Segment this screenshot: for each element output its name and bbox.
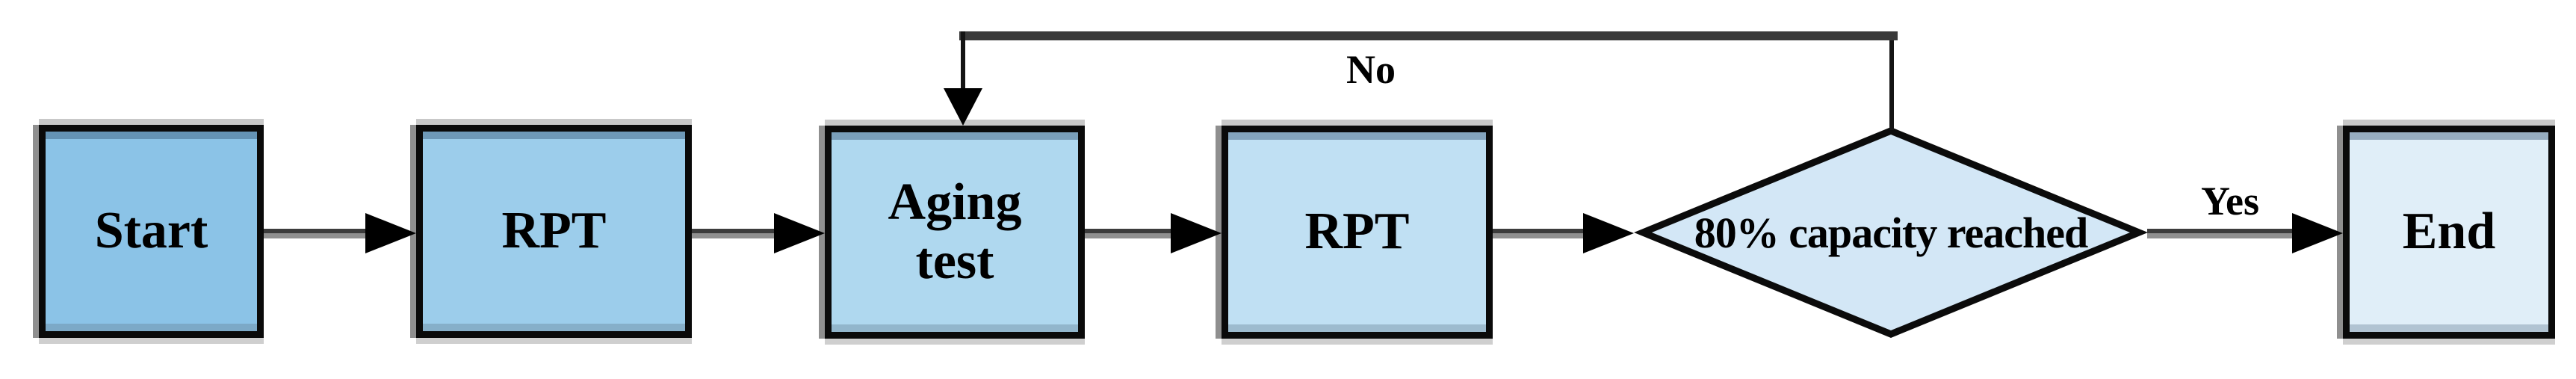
connector-decision-to-end [2147, 229, 2292, 238]
connector-rpt2-to-decision [1493, 229, 1583, 238]
arrowhead-loop-to-aging-icon [944, 88, 982, 126]
node-rpt-2-label: RPT [1304, 203, 1410, 261]
node-rpt-1: RPT [416, 125, 692, 338]
edge-label-no: No [1346, 47, 1396, 92]
arrowhead-rpt1-to-aging-icon [774, 213, 825, 253]
connector-start-to-rpt1 [264, 229, 365, 238]
node-rpt-2: RPT [1222, 126, 1493, 339]
node-start: Start [39, 125, 264, 338]
node-aging-test-label: Aging test [888, 173, 1022, 290]
connector-rpt1-to-aging [692, 229, 774, 238]
loop-line-up-from-decision [1889, 36, 1894, 130]
edge-label-yes: Yes [2201, 179, 2259, 224]
arrowhead-start-to-rpt1-icon [365, 213, 416, 253]
arrowhead-rpt2-to-decision-icon [1583, 213, 1634, 253]
decision-diamond-label: 80% capacity reached [1694, 208, 2089, 257]
arrowhead-aging-to-rpt2-icon [1171, 213, 1222, 253]
node-start-label: Start [94, 202, 208, 260]
node-rpt-1-label: RPT [501, 202, 607, 260]
loop-line-top [959, 31, 1898, 40]
node-aging-test: Aging test [825, 126, 1085, 339]
connector-aging-to-rpt2 [1085, 229, 1171, 238]
node-end-label: End [2402, 203, 2496, 261]
arrowhead-decision-to-end-icon [2292, 213, 2343, 253]
loop-line-down-to-aging [961, 31, 965, 90]
node-end: End [2343, 126, 2555, 339]
